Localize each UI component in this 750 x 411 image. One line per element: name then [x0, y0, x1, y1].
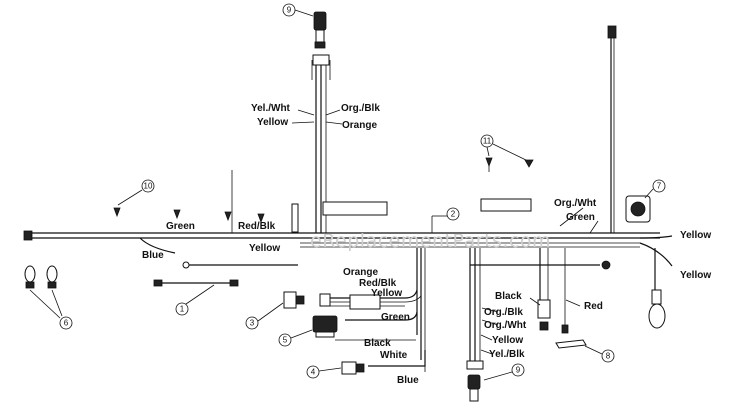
label-green-right: Green [566, 212, 595, 223]
callout-3-number: 3 [250, 319, 255, 328]
label-yellow-top: Yellow [257, 117, 288, 128]
part-8-terminal: 8 [555, 339, 615, 363]
black-red-leads [529, 248, 581, 334]
part-1-wire: 1 [153, 279, 239, 316]
part-6-bulbs: 6 [24, 265, 73, 330]
label-red-right: Red [584, 301, 603, 312]
label-green-left: Green [166, 221, 195, 232]
top-vertical-harness [311, 54, 331, 233]
callout-4 [306, 365, 320, 379]
callout-6-number: 6 [64, 319, 69, 328]
harness-sleeve-small [291, 203, 299, 233]
main-harness [23, 230, 660, 254]
callout-2 [446, 207, 460, 221]
label-black-right: Black [495, 291, 522, 302]
label-white-mid: White [380, 350, 408, 361]
label-red-blk-mid: Red/Blk [359, 278, 397, 289]
callout-7 [652, 179, 666, 193]
mounting-plate-left [322, 201, 388, 216]
label-yellow-right2: Yellow [680, 270, 711, 281]
harness-left-connector [23, 230, 33, 241]
callout-3 [245, 316, 259, 330]
label-yellow-mid2: Yellow [371, 288, 402, 299]
label-yellow-right1: Yellow [680, 230, 711, 241]
callout-1-number: 1 [180, 305, 185, 314]
callout-1 [175, 302, 189, 316]
callout-7-number: 7 [657, 182, 662, 191]
mounting-plate-right [480, 198, 532, 212]
label-org-blk-top: Org./Blk [341, 103, 380, 114]
part-11-fasteners: 11 [480, 134, 534, 172]
part-7-solenoid: 7 [625, 179, 666, 223]
label-green-mid: Green [381, 312, 410, 323]
callout-10-number: 10 [144, 182, 153, 191]
label-blue-left: Blue [142, 250, 164, 261]
center-sub-harness [320, 248, 426, 372]
callout-10 [141, 179, 155, 193]
right-end-wires [639, 235, 673, 329]
center-connector-block [349, 294, 381, 310]
label-orange-mid: Orange [343, 267, 378, 278]
label-yellow-low: Yellow [492, 335, 523, 346]
watermark-text: eReplacementParts.com [310, 230, 551, 252]
callout-2-number: 2 [451, 210, 456, 219]
label-org-wht-right: Org./Wht [554, 198, 597, 209]
label-blue-bottom: Blue [397, 375, 419, 386]
label-red-blk: Red/Blk [238, 221, 276, 232]
callout-5-number: 5 [283, 336, 288, 345]
label-orange-top: Orange [342, 120, 377, 131]
callout-9-bottom [511, 363, 525, 377]
lower-right-harness: 9 [466, 248, 525, 402]
part-10-ties: 10 [113, 179, 265, 224]
label-yel-wht: Yel./Wht [251, 103, 291, 114]
label-org-blk-low: Org./Blk [484, 307, 523, 318]
callout-9-top-number: 9 [287, 6, 292, 15]
right-vertical-wire [607, 25, 617, 233]
callout-8 [601, 349, 615, 363]
callout-9-bottom-number: 9 [516, 366, 521, 375]
callout-5 [278, 333, 292, 347]
callout-6 [59, 316, 73, 330]
callout-8-number: 8 [606, 352, 611, 361]
part-4-switch: 4 [306, 361, 365, 379]
label-yellow-mid: Yellow [249, 243, 280, 254]
part-3-switch: 3 [245, 291, 331, 330]
part-9-top: 9 [282, 3, 327, 49]
part-5-module: 5 [278, 315, 338, 347]
label-black-mid: Black [364, 338, 391, 349]
right-end-plug [648, 303, 666, 329]
harness-top-sleeve [312, 54, 330, 66]
label-org-wht-low: Org./Wht [484, 320, 527, 331]
wire-labels: Yel./Wht Yellow Org./Blk Orange Green Re… [142, 103, 711, 386]
label-yel-blk-low: Yel./Blk [489, 349, 525, 360]
callout-4-number: 4 [311, 368, 316, 377]
callout-11-number: 11 [483, 137, 492, 146]
